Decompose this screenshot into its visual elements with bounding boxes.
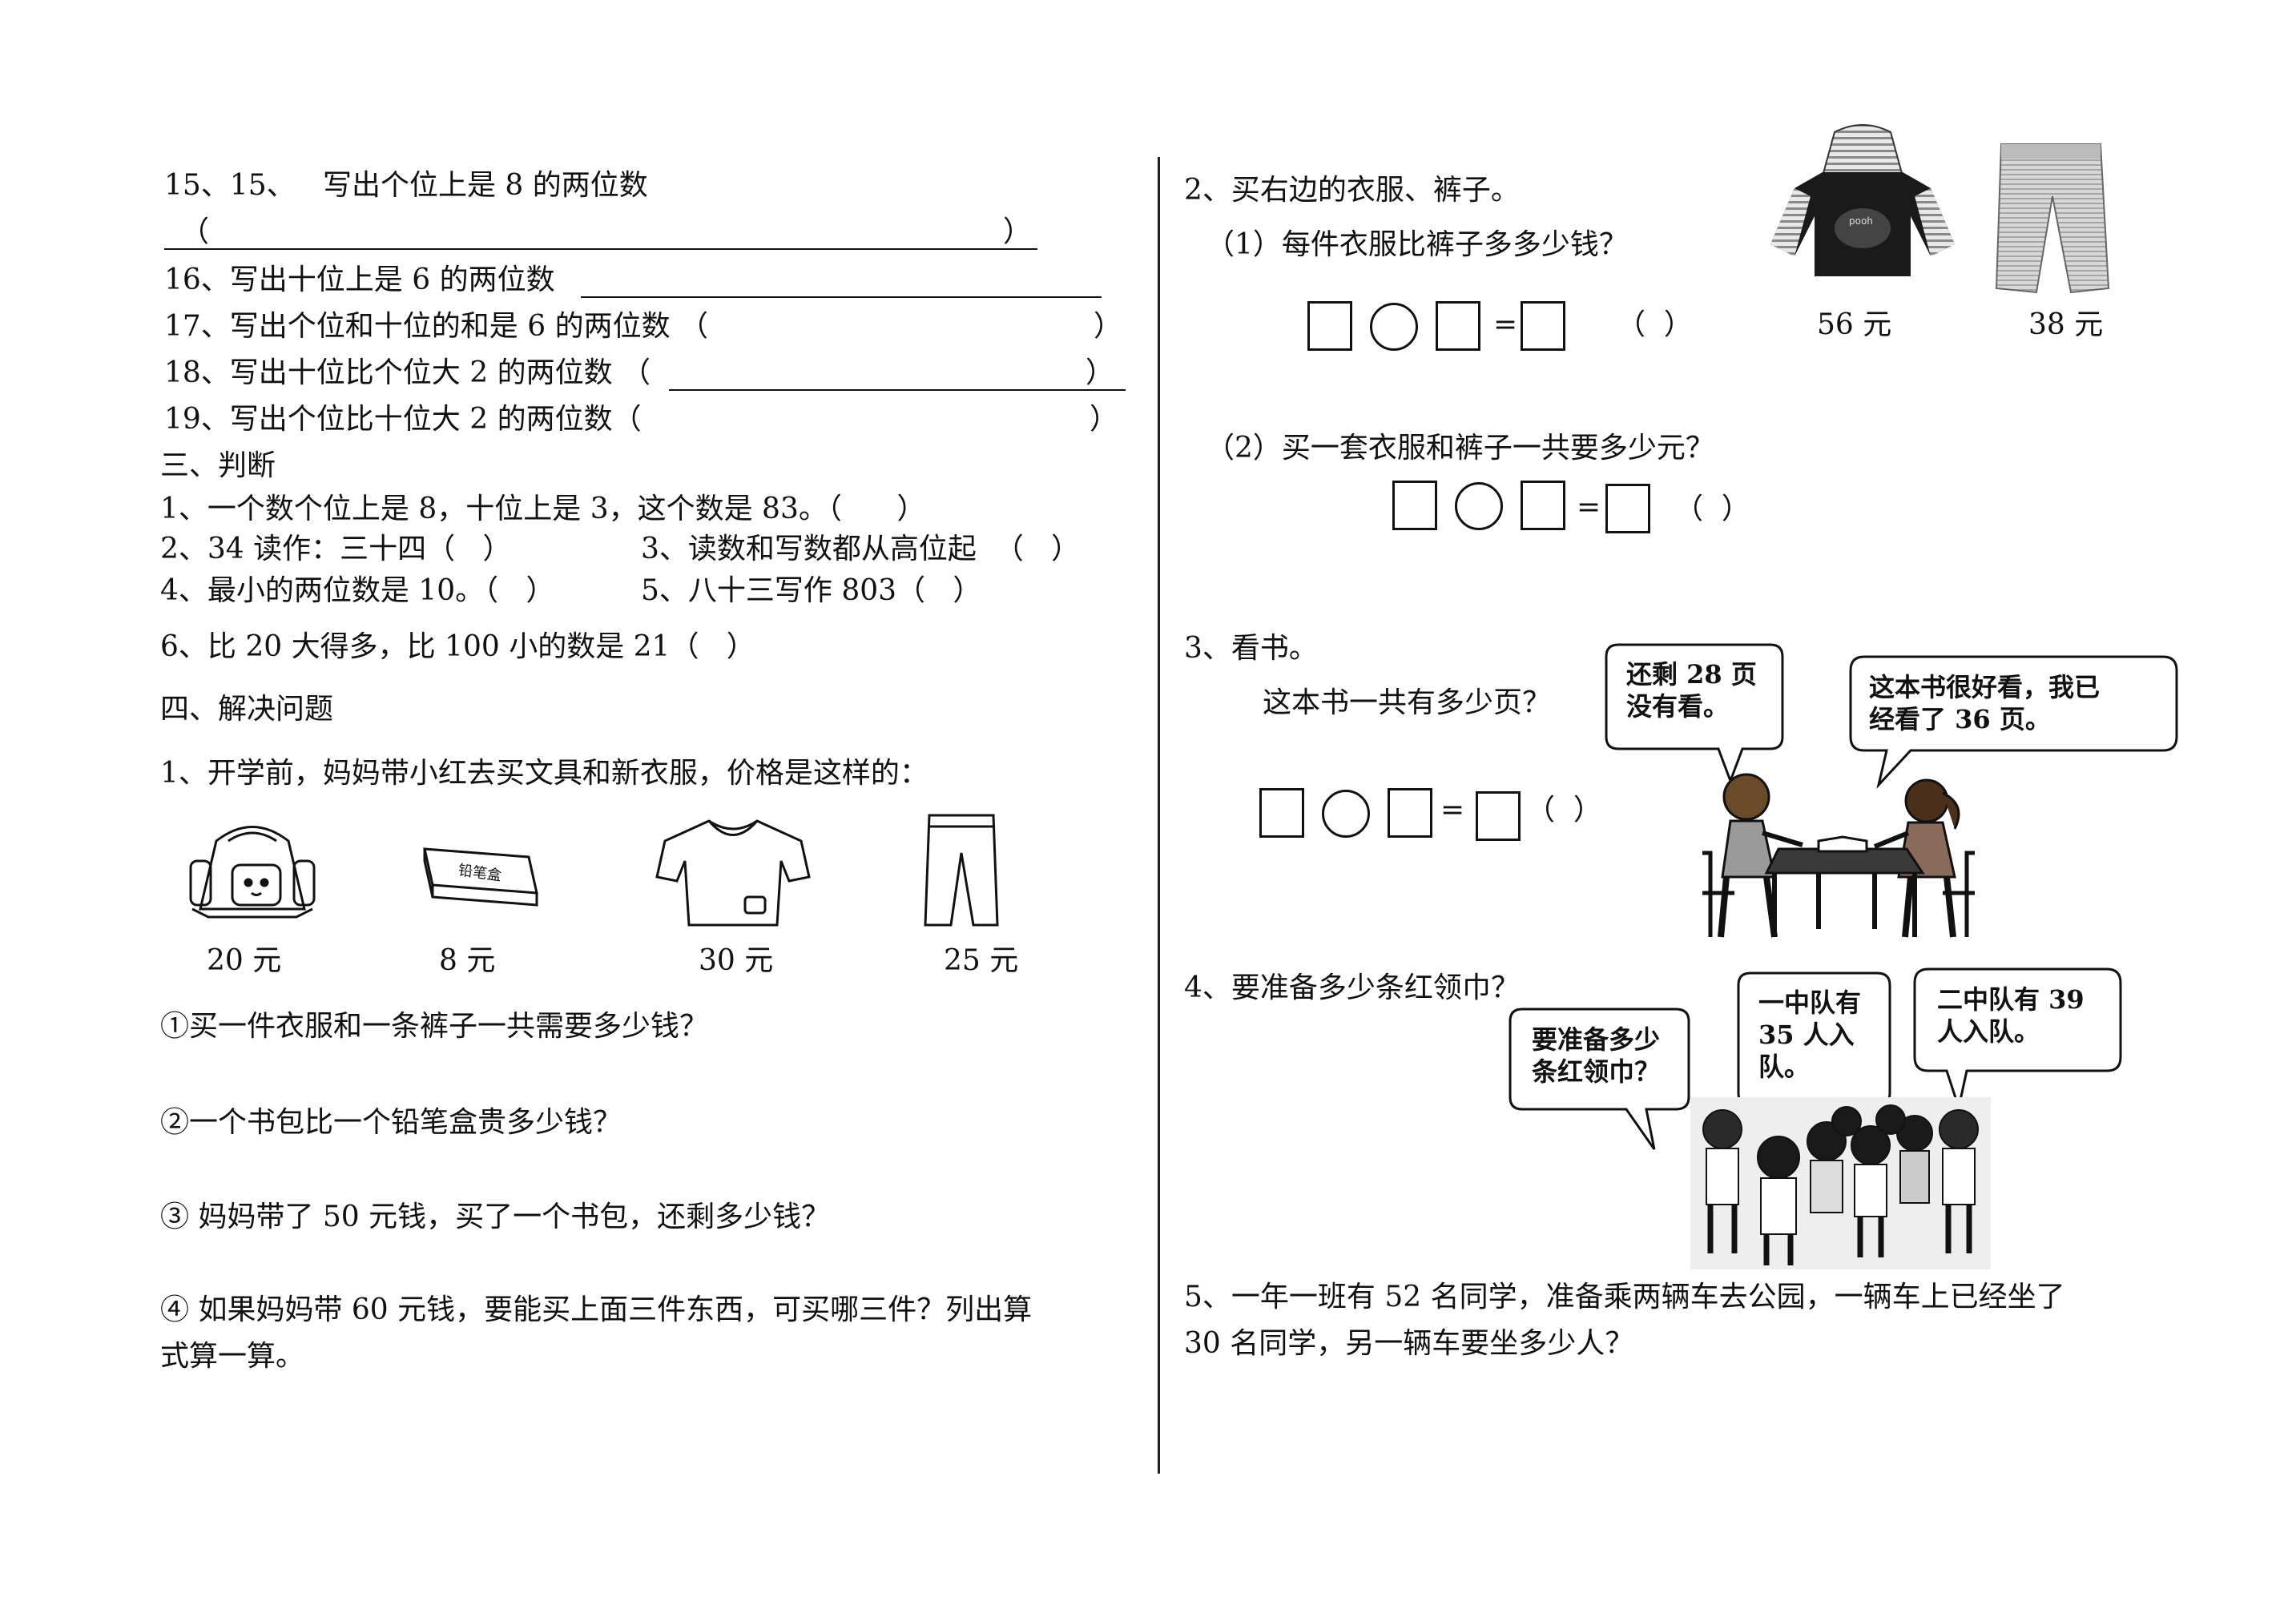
speech-bubble xyxy=(1509,1008,1690,1150)
question-15: 15、15、 写出个位上是 8 的两位数 xyxy=(164,169,648,202)
svg-text:pooh: pooh xyxy=(1849,215,1873,227)
equals-sign: = xyxy=(1440,794,1465,827)
q19-close-paren: ） xyxy=(1090,403,1119,436)
answer-box[interactable] xyxy=(1259,788,1304,838)
operator-circle[interactable] xyxy=(1322,790,1370,838)
bubble-squad-one: 一中队有 35 人入 队。 xyxy=(1758,987,1862,1082)
question-2-1: （1）每件衣服比裤子多多少钱？ xyxy=(1206,228,1628,261)
judge-2: 2、34 读作：三十四（ ） xyxy=(160,533,512,565)
answer-box[interactable] xyxy=(1521,481,1565,530)
pencil-box-icon: 铅笔盒 xyxy=(423,847,538,907)
children-group-illustration xyxy=(1690,1097,1991,1269)
striped-pants-icon xyxy=(1995,143,2110,294)
price-pants: 25 元 xyxy=(944,944,1019,977)
question-18: 18、写出十位比个位大 2 的两位数 （ xyxy=(164,356,651,389)
question-3-prompt: 这本书一共有多少页？ xyxy=(1263,686,1552,719)
question-19: 19、写出个位比十位大 2 的两位数（ xyxy=(164,403,642,436)
column-divider xyxy=(1158,157,1160,1474)
bubble-pages-read: 这本书很好看，我已 经看了 36 页。 xyxy=(1869,672,2101,734)
equals-sign: = xyxy=(1577,491,1601,524)
judge-4: 4、最小的两位数是 10。（ ） xyxy=(160,574,555,607)
unit-paren: （ ） xyxy=(1617,308,1693,341)
operator-circle[interactable] xyxy=(1455,482,1503,530)
section-3-heading: 三、判断 xyxy=(160,449,276,482)
problem-1-d-line2: 式算一算。 xyxy=(160,1340,305,1373)
question-5-line2: 30 名同学，另一辆车要坐多少人？ xyxy=(1184,1327,1634,1360)
q17-close-paren: ） xyxy=(1094,310,1123,343)
answer-box[interactable] xyxy=(1307,301,1352,351)
q15-answer-line[interactable] xyxy=(164,248,1037,250)
answer-box[interactable] xyxy=(1392,481,1437,530)
answer-box[interactable] xyxy=(1521,301,1565,351)
answer-box[interactable] xyxy=(1436,301,1480,351)
question-5-line1: 5、一年一班有 52 名同学，准备乘两辆车去公园，一辆车上已经坐了 xyxy=(1184,1281,2065,1313)
equals-sign: = xyxy=(1493,308,1518,341)
price-shirt: 30 元 xyxy=(699,944,774,977)
bubble-how-many-scarves: 要准备多少 条红领巾？ xyxy=(1532,1024,1661,1087)
q16-answer-line[interactable] xyxy=(581,296,1102,298)
question-2-2: （2）买一套衣服和裤子一共要多少元？ xyxy=(1206,432,1714,465)
pants-icon xyxy=(924,814,999,927)
q18-close-paren: ） xyxy=(1086,356,1115,389)
hoodie-icon: pooh xyxy=(1770,124,1955,276)
bubble-squad-two: 二中队有 39 人入队。 xyxy=(1937,984,2085,1047)
problem-1-intro: 1、开学前，妈妈带小红去买文具和新衣服，价格是这样的： xyxy=(160,757,928,790)
problem-1-a: ①买一件衣服和一条裤子一共需要多少钱？ xyxy=(160,1010,709,1043)
judge-6: 6、比 20 大得多，比 100 小的数是 21（ ） xyxy=(160,630,755,663)
question-3: 3、看书。 xyxy=(1184,632,1318,665)
schoolbag-icon xyxy=(189,826,316,919)
answer-box[interactable] xyxy=(1605,484,1650,533)
unit-paren: （ ） xyxy=(1674,493,1750,525)
answer-box[interactable] xyxy=(1388,788,1432,838)
question-16: 16、写出十位上是 6 的两位数 xyxy=(164,263,555,296)
judge-1: 1、一个数个位上是 8，十位上是 3，这个数是 83。（ ） xyxy=(160,493,926,525)
question-4: 4、要准备多少条红领巾？ xyxy=(1184,971,1520,1004)
shirt-price: 56 元 xyxy=(1817,308,1892,341)
problem-1-b: ②一个书包比一个铅笔盒贵多少钱？ xyxy=(160,1106,622,1139)
problem-1-c: ③ 妈妈带了 50 元钱，买了一个书包，还剩多少钱？ xyxy=(160,1201,831,1233)
pants-price: 38 元 xyxy=(2028,308,2104,341)
q15-close-paren: ） xyxy=(1003,215,1033,248)
question-2: 2、买右边的衣服、裤子。 xyxy=(1184,174,1520,207)
bubble-pages-left: 还剩 28 页 没有看。 xyxy=(1626,659,1757,722)
shirt-icon xyxy=(655,819,811,927)
answer-box[interactable] xyxy=(1476,791,1521,841)
kids-reading-illustration xyxy=(1702,773,1975,938)
q15-open-paren: （ xyxy=(180,215,210,248)
judge-3: 3、读数和写数都从高位起 （ ） xyxy=(641,533,1081,565)
price-pencil-box: 8 元 xyxy=(439,944,496,977)
q18-answer-line[interactable] xyxy=(669,389,1126,391)
price-schoolbag: 20 元 xyxy=(207,944,282,977)
unit-paren: （ ） xyxy=(1526,794,1602,827)
speech-bubble xyxy=(1849,655,2178,789)
operator-circle[interactable] xyxy=(1370,303,1418,351)
judge-5: 5、八十三写作 803（ ） xyxy=(641,574,982,607)
question-17: 17、写出个位和十位的和是 6 的两位数 （ xyxy=(164,310,709,343)
section-4-heading: 四、解决问题 xyxy=(160,693,334,726)
problem-1-d-line1: ④ 如果妈妈带 60 元钱，要能买上面三件东西，可买哪三件？列出算 xyxy=(160,1293,1033,1326)
speech-bubble xyxy=(1913,967,2122,1109)
speech-bubble xyxy=(1605,643,1784,785)
